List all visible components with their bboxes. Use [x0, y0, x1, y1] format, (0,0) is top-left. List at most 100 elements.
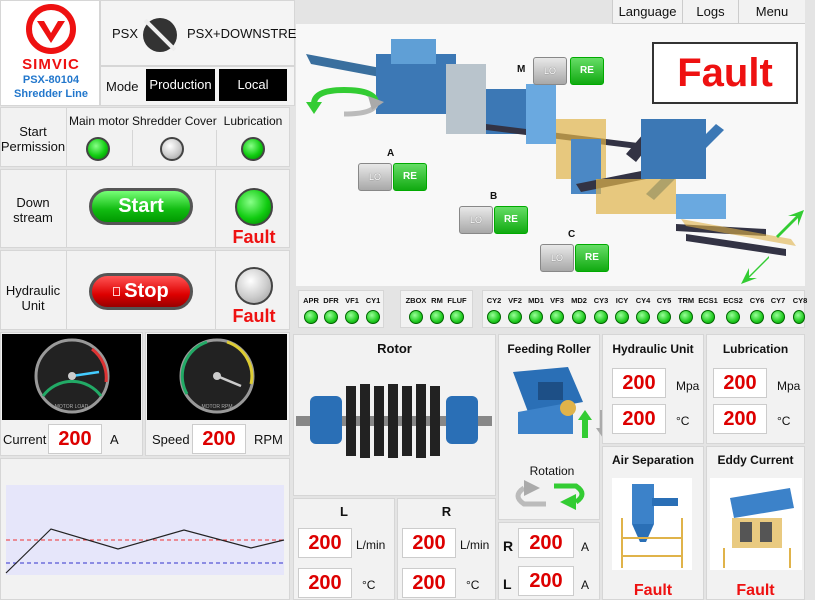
zone-b-lo-button[interactable]: LO: [459, 206, 493, 234]
signal-label-trm: TRM: [677, 296, 695, 305]
rotor-r-temp-unit: °C: [466, 578, 480, 592]
zone-m-lo-button[interactable]: LO: [533, 57, 567, 85]
rotor-r-flow: 200: [402, 528, 456, 558]
eddy-current-title: Eddy Current: [717, 453, 794, 467]
rotation-cycle-icon: [515, 480, 585, 510]
speed-gauge: MOTOR RPM: [147, 334, 287, 420]
mode-production-button[interactable]: Production: [146, 69, 215, 101]
hydraulic-pressure-value: 200: [612, 368, 666, 398]
hydraulic-pressure-unit: Mpa: [676, 379, 700, 393]
stop-icon: [113, 287, 121, 296]
logo-area: SIMVIC PSX-80104 Shredder Line: [0, 0, 100, 106]
permission-title: Start Permission: [0, 124, 66, 154]
zone-b-label: B: [490, 191, 498, 202]
eddy-current-status: Fault: [736, 582, 775, 599]
air-separation-title: Air Separation: [611, 453, 695, 467]
downstream-indicator: [235, 188, 273, 226]
signal-label-apr: APR: [303, 296, 319, 305]
rotor-r-temp: 200: [402, 568, 456, 598]
permission-row: [0, 107, 290, 167]
shredder-cover-label: Shredder Cover: [132, 114, 217, 128]
main-menu[interactable]: Menu: [738, 0, 805, 24]
arrow-up-icon: [578, 410, 592, 438]
rotation-label: Rotation: [529, 464, 575, 478]
trend-line: [5, 528, 285, 574]
rotor-l-temp-unit: °C: [362, 578, 376, 592]
signal-indicator-md1: [529, 310, 543, 324]
signal-label-md1: MD1: [528, 296, 544, 305]
current-gauge-caption: MOTOR LOAD: [54, 404, 89, 410]
zone-c-label: C: [568, 229, 576, 240]
hydraulic-title: Hydraulic Unit: [5, 283, 61, 313]
feeding-r-value: 200: [518, 528, 574, 558]
signal-label-cy1: CY1: [365, 296, 381, 305]
speed-gauge-caption: MOTOR RPM: [201, 404, 233, 410]
signal-indicator-cy2: [487, 310, 501, 324]
psx-switch[interactable]: [143, 18, 177, 52]
mode-local-button[interactable]: Local: [219, 69, 287, 101]
current-unit: A: [110, 432, 119, 447]
rotor-l-temp: 200: [298, 568, 352, 598]
feeding-title: Feeding Roller: [507, 342, 591, 356]
zone-b-re-button[interactable]: RE: [494, 206, 528, 234]
signal-indicator-vf1: [345, 310, 359, 324]
lubrication-label: Lubrication: [223, 114, 283, 128]
zone-a-label: A: [387, 148, 395, 159]
signal-label-cy4: CY4: [635, 296, 651, 305]
signal-label-rm: RM: [431, 296, 443, 305]
rotor-title: Rotor: [377, 341, 412, 356]
signal-indicator-ecs2: [726, 310, 740, 324]
rotor-r-flow-unit: L/min: [460, 538, 490, 552]
hydraulic-unit-title: Hydraulic Unit: [612, 342, 694, 356]
zone-m-label: M: [517, 64, 526, 75]
plant-illustration: [306, 39, 796, 256]
signal-indicator-icy: [615, 310, 629, 324]
shredder-cover-indicator: [160, 137, 184, 161]
hydraulic-fault-label: Fault: [232, 306, 276, 326]
signal-label-cy6: CY6: [749, 296, 765, 305]
signal-indicator-fluf: [450, 310, 464, 324]
psx-label: PSX: [112, 26, 139, 41]
lubrication-temp-unit: °C: [777, 414, 791, 428]
signal-indicator-cy4: [636, 310, 650, 324]
divider: [132, 130, 133, 166]
signal-label-cy7: CY7: [770, 296, 786, 305]
feeding-l-value: 200: [518, 566, 574, 596]
rotor-l-flow: 200: [298, 528, 352, 558]
rotor-r-title: R: [441, 504, 452, 519]
signal-indicator-ecs1: [701, 310, 715, 324]
zone-a-re-button[interactable]: RE: [393, 163, 427, 191]
air-separation-status: Fault: [633, 582, 673, 599]
gauge-dial-icon: [179, 338, 255, 414]
signal-indicator-rm: [430, 310, 444, 324]
model-number: PSX-80104: [22, 74, 80, 86]
trend-chart: [5, 485, 285, 575]
logs-menu[interactable]: Logs: [682, 0, 738, 24]
signal-indicator-vf2: [508, 310, 522, 324]
zone-c-lo-button[interactable]: LO: [540, 244, 574, 272]
lubrication-indicator: [241, 137, 265, 161]
signal-label-zbox: ZBOX: [405, 296, 427, 305]
stop-label: Stop: [124, 280, 169, 302]
air-separation-illustration: [612, 478, 692, 570]
fault-banner: Fault: [652, 42, 798, 104]
feeding-r-label: R: [503, 538, 514, 554]
zone-c-re-button[interactable]: RE: [575, 244, 609, 272]
divider: [66, 251, 67, 329]
feeding-roller-illustration: [513, 367, 583, 434]
signal-label-vf2: VF2: [508, 296, 522, 305]
lubrication-title: Lubrication: [722, 342, 789, 356]
zone-a-lo-button[interactable]: LO: [358, 163, 392, 191]
stop-button[interactable]: Stop: [89, 273, 193, 310]
feeding-r-unit: A: [581, 540, 590, 554]
rotor-l-flow-unit: L/min: [356, 538, 386, 552]
brand-name: SIMVIC: [22, 56, 80, 73]
signal-indicator-dfr: [324, 310, 338, 324]
zone-m-re-button[interactable]: RE: [570, 57, 604, 85]
signal-label-cy2: CY2: [486, 296, 502, 305]
start-button[interactable]: Start: [89, 188, 193, 225]
signal-indicator-zbox: [409, 310, 423, 324]
divider: [215, 170, 216, 247]
eddy-current-illustration: [710, 478, 802, 570]
language-menu[interactable]: Language: [612, 0, 682, 24]
